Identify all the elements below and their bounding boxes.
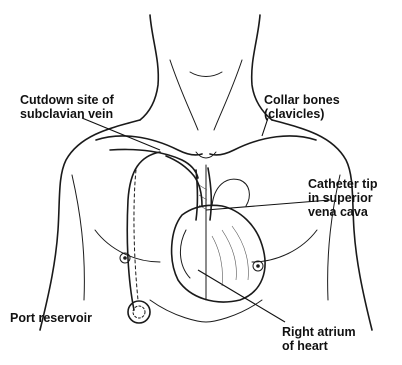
right-atrium [180, 230, 190, 278]
superior-vena-cava [196, 168, 211, 220]
port-reservoir-outer [128, 301, 150, 323]
neck-muscle-left [170, 60, 198, 130]
neck-left-outline [140, 15, 158, 120]
label-catheter-line1: Catheter tip [308, 177, 378, 191]
aorta [212, 179, 249, 206]
heart-outline [172, 205, 265, 302]
neck-muscle-right [214, 60, 242, 130]
label-collar-line2: (clavicles) [264, 107, 324, 121]
label-port-reservoir: Port reservoir [10, 311, 92, 325]
label-collar-line1: Collar bones [264, 93, 340, 107]
sternal-notch [196, 152, 216, 158]
atrium-leader [198, 270, 285, 322]
throat-line [190, 72, 222, 77]
right-shoulder-outline [272, 120, 372, 330]
heart-shading [212, 226, 248, 286]
ribcage-lower [150, 300, 262, 322]
catheter-tunnel-dashes [134, 170, 138, 300]
catheter-outer [127, 152, 160, 310]
port-reservoir-inner [133, 306, 145, 318]
label-atrium-line1: Right atrium [282, 325, 356, 339]
right-nipple-center [256, 264, 260, 268]
left-nipple-center [123, 256, 127, 260]
left-shoulder-outline [40, 120, 140, 330]
cutdown-leader [82, 118, 160, 150]
left-arm-line [72, 175, 84, 300]
label-cutdown-line2: subclavian vein [20, 107, 113, 121]
label-atrium-line2: of heart [282, 339, 329, 353]
label-catheter-line3: vena cava [308, 205, 369, 219]
label-catheter-line2: in superior [308, 191, 373, 205]
right-clavicle [210, 136, 316, 155]
catheter-inner [166, 156, 202, 206]
label-cutdown-line1: Cutdown site of [20, 93, 115, 107]
